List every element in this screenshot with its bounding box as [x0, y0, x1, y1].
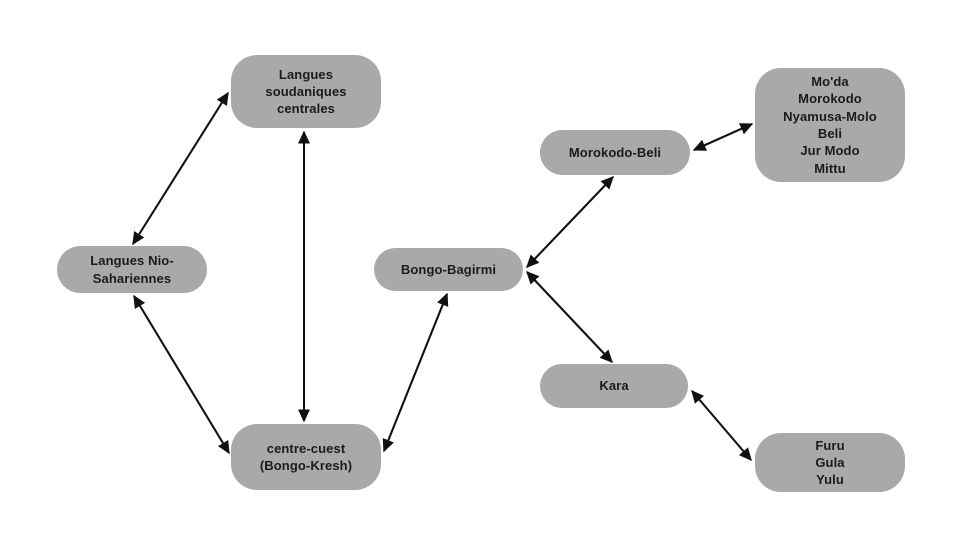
edge-langues-nio-sahariennes--centre-cuest-bongo-kresh	[133, 294, 230, 455]
node-centre-cuest-bongo-kresh: centre-cuest (Bongo-Kresh)	[231, 424, 381, 490]
edge-centre-cuest-bongo-kresh--bongo-bagirmi	[382, 292, 449, 453]
node-morokodo-beli: Morokodo-Beli	[540, 130, 690, 175]
node-langues-nio-sahariennes: Langues Nio- Sahariennes	[57, 246, 207, 293]
node-langues-soudaniques-centrales: Langues soudaniques centrales	[231, 55, 381, 128]
edge-bongo-bagirmi--morokodo-beli	[526, 176, 614, 268]
edge-morokodo-beli--moda-group	[692, 123, 754, 151]
edge-bongo-bagirmi--kara	[526, 271, 613, 363]
node-moda-group: Mo'da Morokodo Nyamusa-Molo Beli Jur Mod…	[755, 68, 905, 182]
node-bongo-bagirmi: Bongo-Bagirmi	[374, 248, 523, 291]
edge-kara--furu-group	[691, 389, 752, 462]
node-furu-group: Furu Gula Yulu	[755, 433, 905, 492]
edge-langues-nio-sahariennes--langues-soudaniques-centrales	[132, 91, 229, 246]
node-kara: Kara	[540, 364, 688, 408]
